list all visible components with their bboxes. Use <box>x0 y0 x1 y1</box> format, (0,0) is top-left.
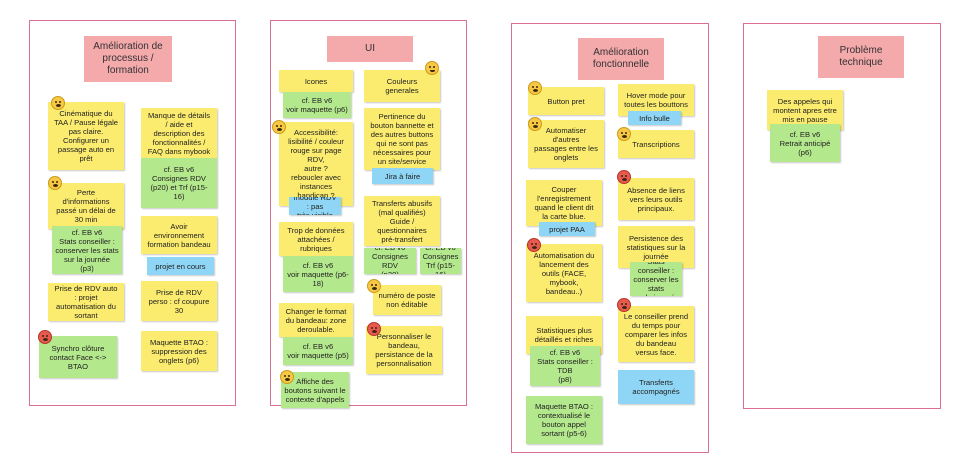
sticky-note: cf. EB v6 voir maquette (p6) <box>283 92 351 118</box>
sticky-note: Transferts abusifs (mal qualifiés) Guide… <box>364 196 440 246</box>
sticky-note: projet PAA <box>539 222 595 236</box>
sticky-note: cf. EB v6 Stats conseiller : TDB (p8) <box>530 346 600 386</box>
sticky-note: Perte d'informations passé un délai de 3… <box>48 183 124 229</box>
sticky-note: Maquette BTAO : contextualisé le bouton … <box>526 396 602 444</box>
sticky-note: Accessibilité: lisibilité / couleur roug… <box>279 122 353 206</box>
surprised-emoji-icon <box>280 370 294 384</box>
surprised-emoji-icon <box>48 176 62 190</box>
sticky-note: cf. EB v6 Consignes RDV (p20) et Trf (p1… <box>141 158 217 208</box>
angry-emoji-icon <box>367 322 381 336</box>
surprised-emoji-icon <box>367 279 381 293</box>
angry-emoji-icon <box>617 298 631 312</box>
angry-emoji-icon <box>38 330 52 344</box>
sticky-note: Avoir environnement formation bandeau <box>141 216 217 254</box>
confused-emoji-icon <box>272 120 286 134</box>
sticky-note: module RDV : pas très visible <box>289 197 341 215</box>
sticky-note: cf. EB v6 voir maquette (p5) <box>283 337 353 365</box>
smirk-emoji-icon <box>617 127 631 141</box>
sticky-note: Trop de données attachées / rubriques <box>279 222 353 256</box>
sticky-note: Info bulle <box>628 111 681 125</box>
sticky-note: Synchro clôture contact Face <-> BTAO <box>39 336 117 378</box>
column-title-technical: Problème technique <box>818 36 904 78</box>
sticky-note: Absence de liens vers leurs outils princ… <box>618 178 694 220</box>
sticky-note: Maquette BTAO : suppression des onglets … <box>141 331 217 371</box>
sticky-note: Transferts accompagnés <box>618 370 694 404</box>
sticky-note: cf. EB v6 Stats conseiller : conserver l… <box>630 262 682 296</box>
sticky-note: cf. EB v6 voir maquette (p6- 18) <box>283 256 353 292</box>
sticky-note: Prise de RDV auto : projet automatisatio… <box>48 283 124 321</box>
sticky-note: Hover mode pour toutes les bouttons <box>618 84 694 116</box>
sticky-note: cf. EB v6 Consignes RDV (p20) <box>364 248 416 274</box>
column-title-ui: UI <box>327 36 413 62</box>
sticky-note: Le conseiller prend du temps pour compar… <box>618 306 694 362</box>
sticky-note: cf. EB v6 Retrait anticipé (p6) <box>770 124 840 162</box>
sticky-note: Jira à faire <box>372 168 433 184</box>
sticky-note: Couper l'enregistrement quand le client … <box>526 180 602 226</box>
sticky-note: Changer le format du bandeau: zone derou… <box>279 303 353 337</box>
angry-emoji-icon <box>527 238 541 252</box>
sticky-note: Persistence des statistiques sur la jour… <box>618 226 694 268</box>
sticky-note: Pertinence du bouton bannette et des aut… <box>364 108 440 170</box>
column-title-functional: Amélioration fonctionnelle <box>578 38 664 80</box>
angry-emoji-icon <box>617 170 631 184</box>
sticky-note: numéro de poste non éditable <box>373 285 441 315</box>
confused-emoji-icon <box>528 117 542 131</box>
sticky-note: Manque de détails / aide et description … <box>141 108 217 158</box>
sticky-note: cf. EB v6 Stats conseiller : conserver l… <box>52 226 122 274</box>
sticky-note: Icones <box>279 70 353 92</box>
sticky-note: Automatisation du lancement des outils (… <box>526 244 602 302</box>
sticky-note: Des appeles qui montent apres etre mis e… <box>767 90 843 130</box>
sticky-note: Prise de RDV perso : cf coupure 30 <box>141 281 217 321</box>
column-title-process: Amélioration de processus / formation <box>84 36 172 82</box>
sticky-note: projet en cours <box>147 257 214 275</box>
tongue-emoji-icon <box>425 61 439 75</box>
sticky-note: Cinématique du TAA / Pause légale pas cl… <box>48 102 124 170</box>
column-frame-technical <box>743 23 941 409</box>
surprised-emoji-icon <box>51 96 65 110</box>
surprised-emoji-icon <box>528 81 542 95</box>
sticky-note: Couleurs generales <box>364 70 440 102</box>
sticky-note: cf. EB v6 Consignes Trf (p15-16) <box>420 248 461 274</box>
sticky-note: Affiche des boutons suivant le contexte … <box>281 372 349 408</box>
